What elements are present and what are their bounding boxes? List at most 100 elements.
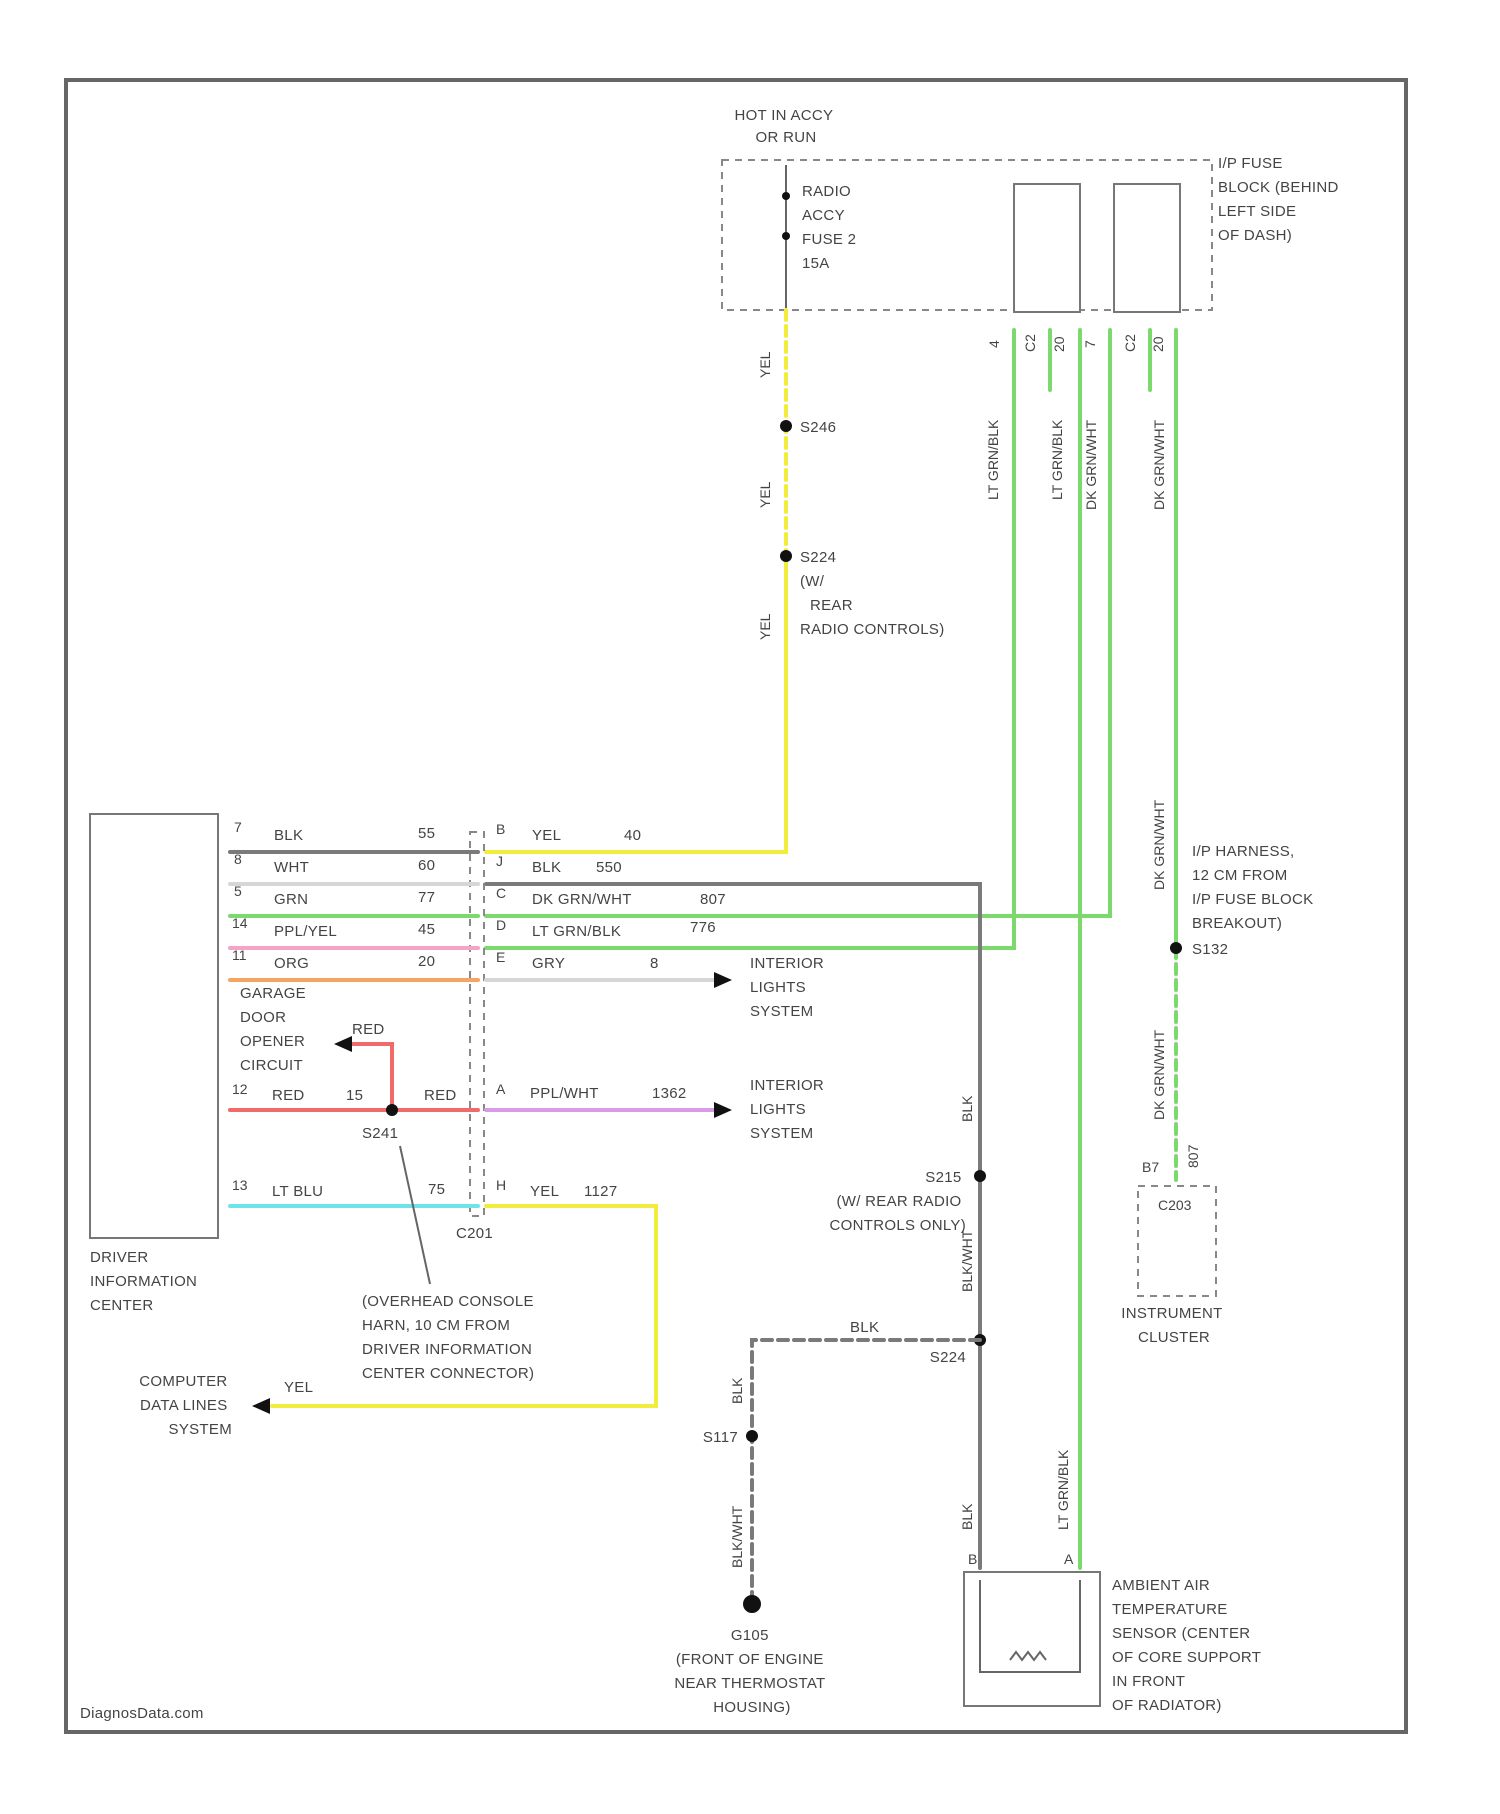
- sensor-pin-label: B: [968, 1551, 977, 1567]
- c201-circuit: 8: [650, 955, 659, 972]
- dic-wire-color: BLK: [274, 827, 303, 844]
- wire-label-blk: BLK: [729, 1377, 745, 1404]
- wire-dk-grn-wht-2: [486, 330, 1110, 916]
- dic-pin: 7: [234, 819, 242, 835]
- splice-dot: [386, 1104, 398, 1116]
- splice-s7-label: I/P HARNESS, 12 CM FROM I/P FUSE BLOCK B…: [1192, 843, 1318, 958]
- c201-wire-color: YEL: [532, 827, 561, 844]
- computer-data-lines-label: COMPUTER DATA LINES SYSTEM: [139, 1373, 232, 1438]
- splice-dot: [780, 420, 792, 432]
- c201-circuit: 40: [624, 827, 641, 844]
- garage-door-label: GARAGE DOOR OPENER CIRCUIT: [240, 985, 310, 1074]
- footer-watermark: DiagnosData.com: [80, 1705, 204, 1722]
- wire-lt-grn-blk: [486, 330, 1014, 948]
- wire-yel-power-solid: [486, 560, 786, 852]
- dic-pin: 8: [234, 851, 242, 867]
- interior-lights-arrow-icon: [714, 1102, 732, 1118]
- wire-label-blk: BLK/WHT: [959, 1229, 975, 1292]
- splice-s1-label: S246: [800, 419, 836, 436]
- wire-label-dk-grn-wht: DK GRN/WHT: [1151, 799, 1167, 890]
- dic-wire-color: LT BLU: [272, 1183, 323, 1200]
- splice-dot: [1170, 942, 1182, 954]
- interior-lights-arrow-icon: [714, 972, 732, 988]
- dic-wire-color: WHT: [274, 859, 309, 876]
- sensor-pin-label: A: [1064, 1551, 1074, 1567]
- dic-circuit: 15: [346, 1087, 363, 1104]
- dic-wire-color: RED: [272, 1087, 305, 1104]
- dic-circuit: 55: [418, 825, 435, 842]
- wire-label-yel: YEL: [757, 481, 773, 508]
- wire-label-blk: BLK: [850, 1319, 879, 1336]
- power-source-label: HOT IN ACCY OR RUN: [734, 107, 837, 146]
- wire-label-blk: BLK/WHT: [729, 1505, 745, 1568]
- wire-blk-ground-branch: [752, 1340, 980, 1604]
- c201-pin: A: [496, 1081, 506, 1097]
- fuse-label: RADIO ACCY FUSE 2 15A: [802, 183, 861, 272]
- garage-arrow-icon: [334, 1036, 352, 1052]
- ambient-sensor-label: AMBIENT AIR TEMPERATURE SENSOR (CENTER O…: [1112, 1577, 1265, 1714]
- splice-dot: [974, 1170, 986, 1182]
- splice-s6-label: S117: [703, 1429, 738, 1446]
- wire-label-dk-grn-wht: DK GRN/WHT: [1151, 1029, 1167, 1120]
- c201-wire-color: BLK: [532, 859, 561, 876]
- c201-pin: B: [496, 821, 505, 837]
- fuse-block-module-1: [1014, 184, 1080, 312]
- fuse-pin-label: C2: [1122, 334, 1138, 352]
- overhead-console-note: (OVERHEAD CONSOLE HARN, 10 CM FROM DRIVE…: [362, 1293, 538, 1382]
- fuse-terminal-bottom: [782, 232, 790, 240]
- dic-pin: 11: [232, 947, 247, 963]
- computer-arrow-icon: [252, 1398, 270, 1414]
- wire-label-lt-grn-blk: LT GRN/BLK: [1055, 1449, 1071, 1530]
- c201-circuit: 1127: [584, 1183, 617, 1200]
- c201-circuit: 807: [700, 891, 726, 908]
- splice-dot: [746, 1430, 758, 1442]
- dic-circuit: 75: [428, 1181, 445, 1198]
- fuse-block-module-2: [1114, 184, 1180, 312]
- wire-label-lt-grn-blk: LT GRN/BLK: [1049, 419, 1065, 500]
- splice-s2-label: S224 (W/ REAR RADIO CONTROLS): [800, 549, 945, 638]
- wire-label-yel: YEL: [757, 351, 773, 378]
- driver-information-center-label: DRIVER INFORMATION CENTER: [90, 1249, 202, 1314]
- c201-pin: D: [496, 917, 506, 933]
- wire-label-blk: BLK: [959, 1095, 975, 1122]
- c201-wire-color: LT GRN/BLK: [532, 923, 621, 940]
- fuse-terminal-top: [782, 192, 790, 200]
- interior-lights-label-1: INTERIOR LIGHTS SYSTEM: [750, 955, 829, 1020]
- computer-wire-label: YEL: [284, 1379, 313, 1396]
- c201-label: C201: [456, 1225, 493, 1242]
- ground-label: G105 (FRONT OF ENGINE NEAR THERMOSTAT HO…: [674, 1627, 829, 1716]
- c201-pin: E: [496, 949, 505, 965]
- splice-s5-label: S224: [930, 1349, 966, 1366]
- dic-pin: 5: [234, 883, 242, 899]
- wire-label-lt-grn-blk: LT GRN/BLK: [985, 419, 1001, 500]
- interior-lights-label-2: INTERIOR LIGHTS SYSTEM: [750, 1077, 829, 1142]
- dic-pin: 13: [232, 1177, 248, 1193]
- dic-circuit: 45: [418, 921, 435, 938]
- note-leader-line: [400, 1146, 430, 1284]
- dic-wire-color: GRN: [274, 891, 308, 908]
- c201-circuit: 550: [596, 859, 622, 876]
- c201-pin: C: [496, 885, 506, 901]
- c201-wire-color: GRY: [532, 955, 565, 972]
- c201-wire-color: YEL: [530, 1183, 559, 1200]
- c201-pin: J: [496, 853, 503, 869]
- splice-dot: [780, 550, 792, 562]
- c201-connector-outline: [470, 832, 484, 1216]
- c201-pin: H: [496, 1177, 506, 1193]
- wire-label-dk-grn-wht: DK GRN/WHT: [1083, 419, 1099, 510]
- fuse-block-label: I/P FUSE BLOCK (BEHIND LEFT SIDE OF DASH…: [1218, 155, 1343, 244]
- dic-wire-color: PPL/YEL: [274, 923, 337, 940]
- dic-pin: 14: [232, 915, 248, 931]
- c201-wire-color: PPL/WHT: [530, 1085, 599, 1102]
- fuse-pin-label: 4: [986, 340, 1002, 348]
- dic-wire-color: ORG: [274, 955, 309, 972]
- red-after-label: RED: [424, 1087, 457, 1104]
- wire-label-dk-grn-wht: DK GRN/WHT: [1151, 419, 1167, 510]
- wire-label-blk: BLK: [959, 1503, 975, 1530]
- fuse-pin-label: 20: [1150, 336, 1166, 352]
- dic-circuit: 20: [418, 953, 435, 970]
- cluster-connector-label: C203: [1158, 1197, 1192, 1213]
- driver-information-center-box: [90, 814, 218, 1238]
- fuse-pin-label: 7: [1082, 340, 1098, 348]
- splice-s4-label: S215 (W/ REAR RADIO CONTROLS ONLY): [830, 1169, 966, 1234]
